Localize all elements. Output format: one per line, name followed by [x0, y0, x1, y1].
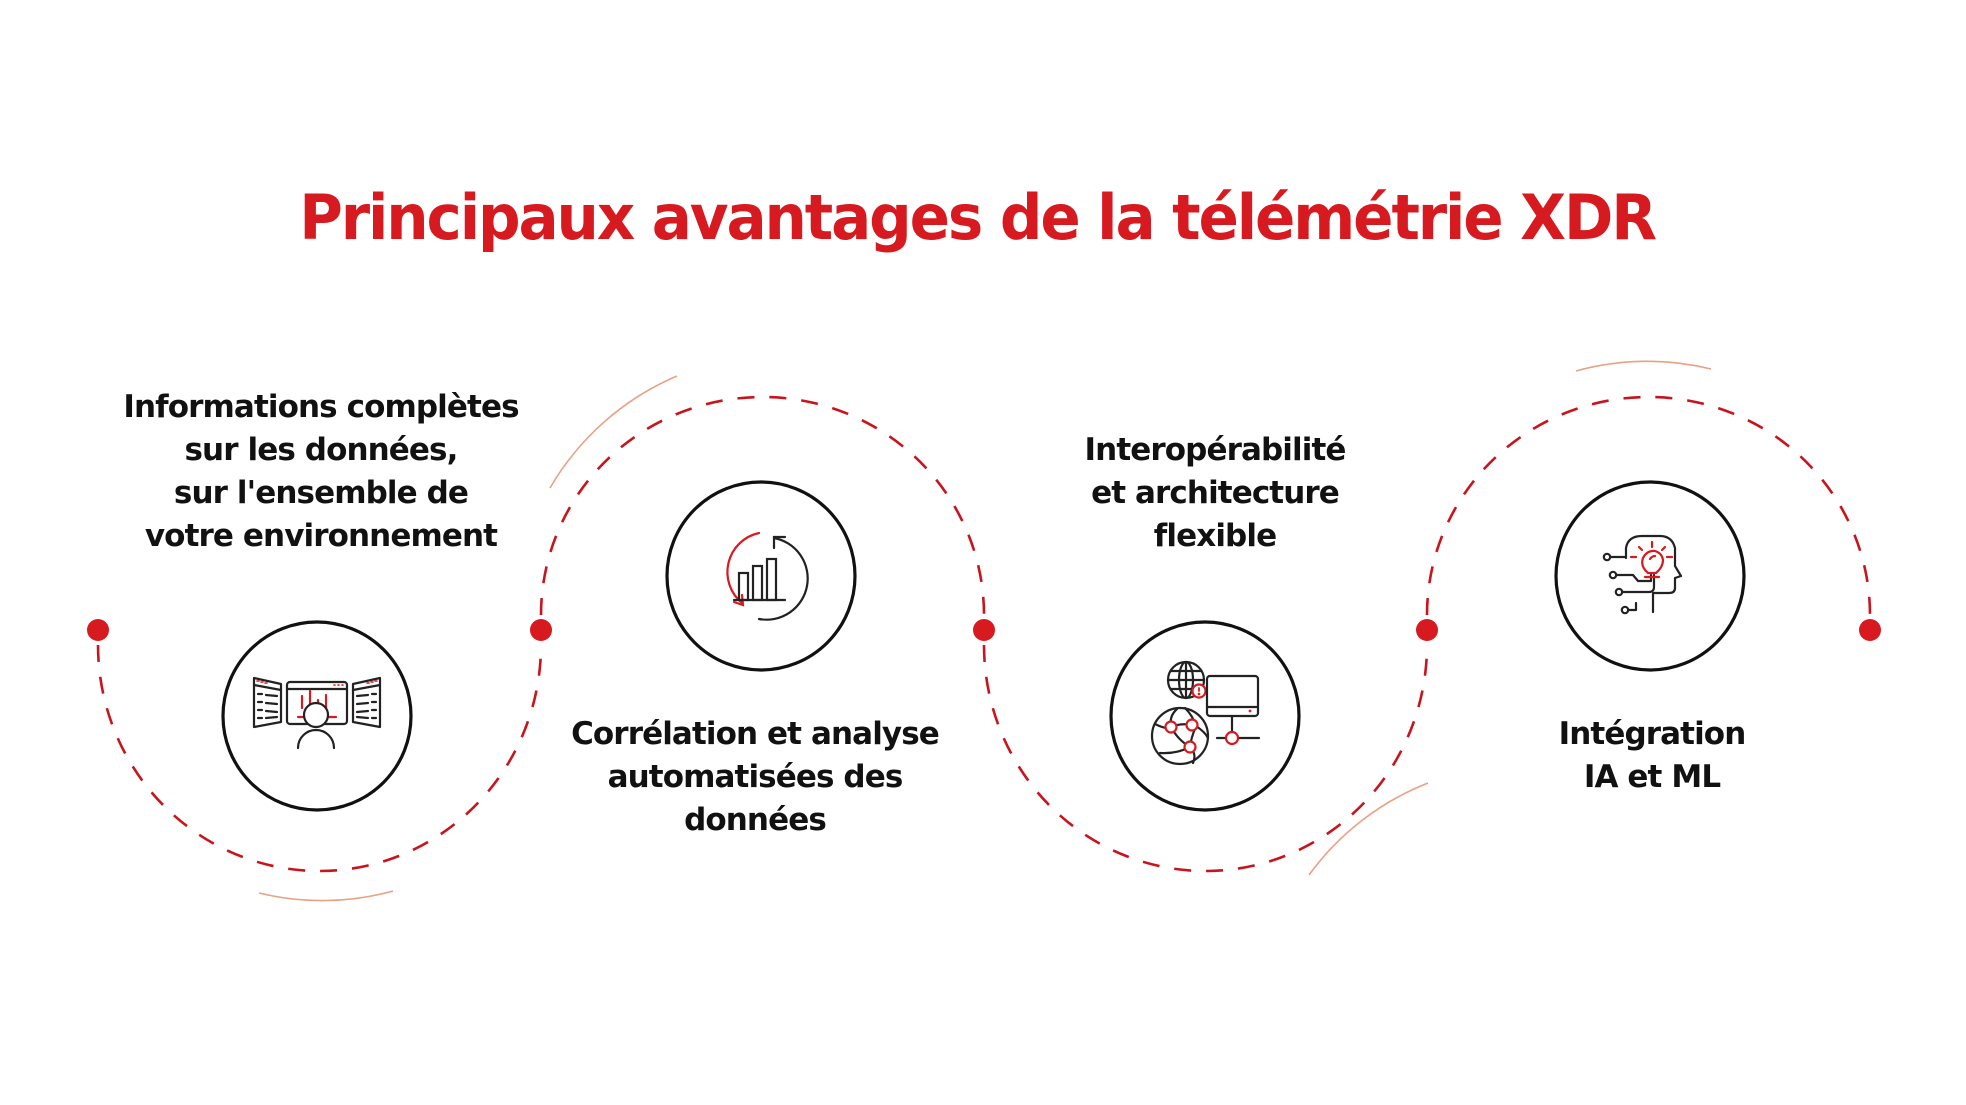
dashed-wave-path: [96, 395, 1872, 873]
network-globe-computer-icon: [1150, 660, 1261, 766]
benefit-1-line-4: votre environnement: [144, 518, 498, 554]
page-title: Principaux avantages de la télémétrie XD…: [0, 178, 1966, 258]
path-node-3: [973, 619, 995, 641]
benefit-1-line-3: sur l'ensemble de: [173, 475, 469, 511]
dashed-arc-1: [96, 644, 543, 873]
benefit-label-interoperability: Interopérabilité et architecture flexibl…: [1015, 429, 1415, 558]
benefit-3-line-1: Interopérabilité: [1084, 432, 1347, 468]
benefit-2-line-1: Corrélation et analyse: [571, 716, 940, 752]
dashed-arc-4: [1425, 395, 1872, 616]
benefit-label-data-visibility: Informations complètes sur les données, …: [121, 386, 521, 558]
dashed-arc-2: [539, 395, 986, 616]
path-node-5: [1859, 619, 1881, 641]
multi-monitor-analyst-icon: [252, 676, 382, 750]
path-node-1: [87, 619, 109, 641]
faint-arcs: [258, 360, 1712, 902]
benefit-1-line-1: Informations complètes: [123, 389, 519, 425]
path-node-2: [530, 619, 552, 641]
faint-arc-4: [1575, 360, 1712, 372]
faint-arc-3: [1308, 782, 1429, 876]
benefit-4-line-1: Intégration: [1558, 716, 1747, 752]
benefit-1-line-2: sur les données,: [184, 432, 458, 468]
chart-refresh-cycle-icon: [726, 531, 809, 621]
benefit-2-line-2: automatisées des: [607, 759, 904, 795]
ai-head-lightbulb-icon: [1602, 534, 1683, 615]
benefit-label-ai-ml: Intégration IA et ML: [1452, 713, 1852, 799]
faint-arc-1: [258, 890, 394, 902]
path-node-4: [1416, 619, 1438, 641]
benefit-4-line-2: IA et ML: [1583, 759, 1721, 795]
faint-arc-2: [549, 375, 678, 489]
benefit-2-line-3: données: [684, 802, 827, 838]
benefit-label-correlation: Corrélation et analyse automatisées des …: [555, 713, 955, 842]
page-title-text: Principaux avantages de la télémétrie XD…: [299, 181, 1657, 254]
path-nodes: [87, 619, 1881, 641]
benefit-3-line-2: et architecture: [1091, 475, 1340, 511]
dashed-arc-3: [982, 644, 1429, 873]
benefit-3-line-3: flexible: [1153, 518, 1277, 554]
icon-circle-3: [1109, 620, 1301, 812]
